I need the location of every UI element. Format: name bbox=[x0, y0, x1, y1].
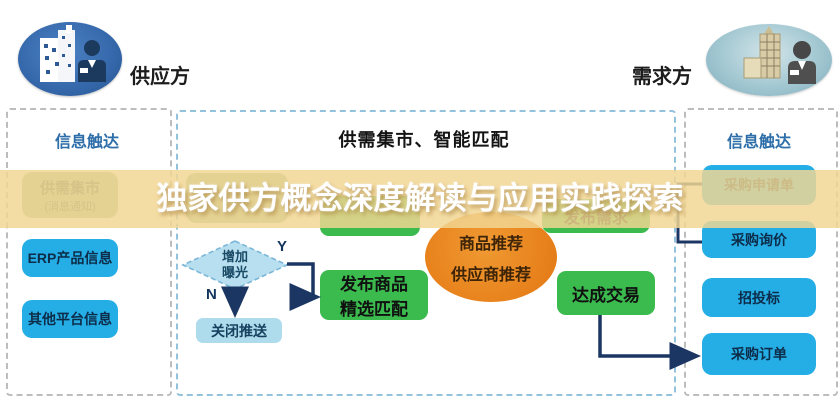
close-push-label: 关闭推送 bbox=[211, 322, 267, 339]
purchase-order-box: 采购订单 bbox=[702, 333, 816, 375]
bidding-label: 招投标 bbox=[738, 289, 780, 306]
recommendation-line1: 商品推荐 bbox=[458, 235, 523, 253]
close-push-box: 关闭推送 bbox=[196, 318, 282, 343]
other-platform-info-box: 其他平台信息 bbox=[22, 300, 118, 338]
publish-goods-line2: 精选匹配 bbox=[340, 300, 408, 319]
left-panel-header: 信息触达 bbox=[54, 134, 119, 151]
increase-exposure-decision: 增加 曝光 bbox=[195, 243, 275, 287]
branch-yes-label: Y bbox=[277, 238, 288, 255]
deal-label: 达成交易 bbox=[572, 285, 640, 305]
other-platform-info-label: 其他平台信息 bbox=[28, 311, 112, 327]
supplier-buildings-person-icon bbox=[40, 25, 106, 82]
publish-goods-box: 发布商品 精选匹配 bbox=[320, 270, 428, 320]
demander-buildings-person-icon bbox=[743, 26, 816, 84]
publish-goods-line1: 发布商品 bbox=[340, 275, 408, 294]
right-panel-header: 信息触达 bbox=[726, 134, 791, 151]
purchase-inquiry-label: 采购询价 bbox=[731, 231, 787, 248]
recommendation-line2: 供应商推荐 bbox=[450, 266, 531, 284]
overlay-title: 独家供方概念深度解读与应用实践探索 bbox=[156, 181, 684, 216]
erp-product-info-box: ERP产品信息 bbox=[22, 239, 118, 277]
bidding-box: 招投标 bbox=[702, 278, 816, 317]
supplier-ellipse bbox=[18, 22, 122, 96]
demander-label: 需求方 bbox=[632, 66, 692, 88]
decision-line2: 曝光 bbox=[221, 265, 248, 280]
erp-product-info-label: ERP产品信息 bbox=[27, 250, 113, 266]
purchase-order-label: 采购订单 bbox=[731, 346, 787, 362]
deal-box: 达成交易 bbox=[557, 271, 655, 315]
supplier-label: 供应方 bbox=[130, 66, 190, 88]
demander-ellipse bbox=[706, 24, 832, 96]
branch-no-label: N bbox=[206, 286, 217, 303]
center-panel-header: 供需集市、智能匹配 bbox=[338, 130, 510, 150]
decision-line1: 增加 bbox=[221, 249, 248, 265]
